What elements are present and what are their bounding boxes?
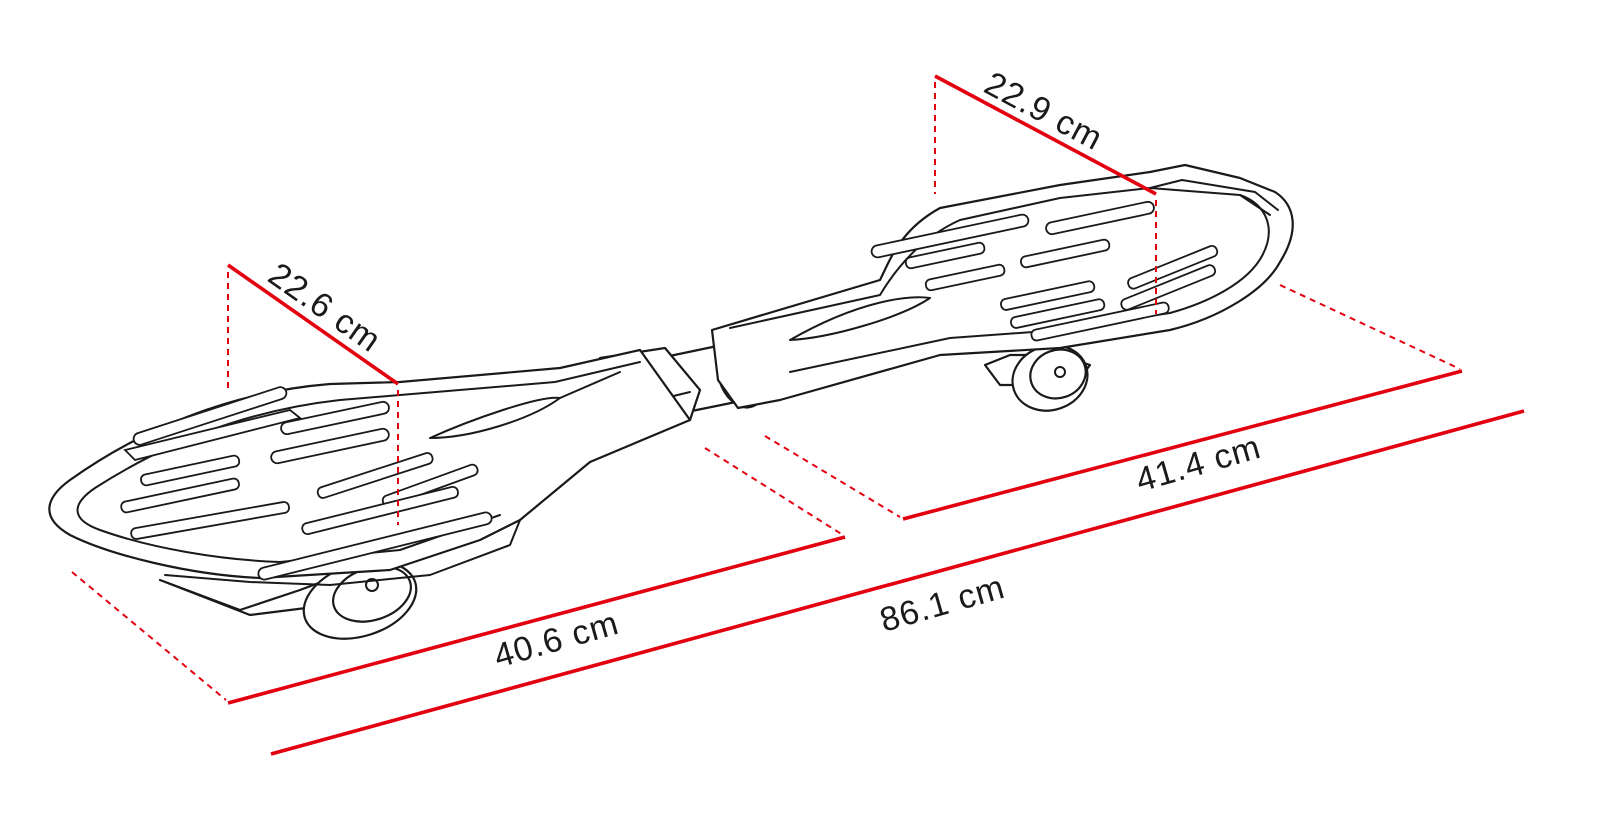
label-total-length: 86.1 cm [876, 568, 1009, 640]
dimension-front-length [71, 447, 846, 705]
front-deck [48, 348, 692, 586]
dimension-total-length [270, 409, 1525, 756]
dimension-front-width [226, 263, 400, 525]
dimension-rear-width [934, 74, 1157, 314]
rear-deck [710, 163, 1294, 410]
dimension-rear-length [764, 284, 1463, 521]
label-front-width: 22.6 cm [261, 255, 388, 360]
